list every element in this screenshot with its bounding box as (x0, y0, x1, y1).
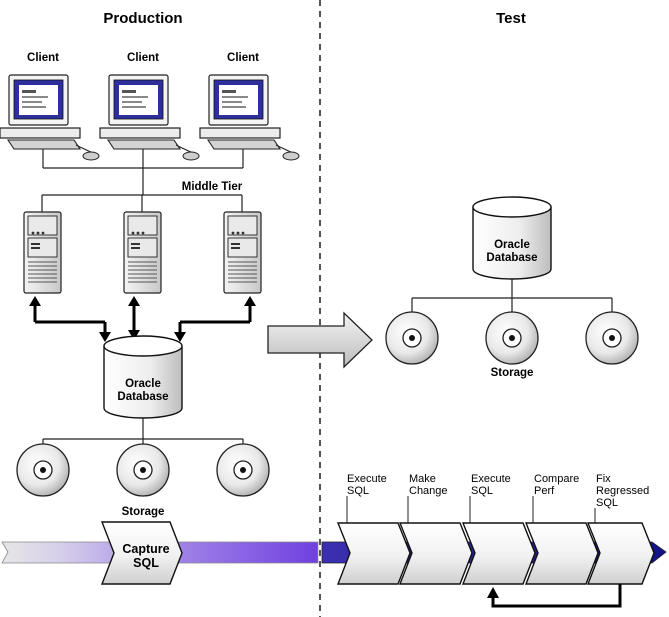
step-label: Change (409, 485, 448, 497)
capture-sql-chevron: Capture SQL (100, 521, 183, 585)
test-database-label-line2: Database (486, 252, 537, 264)
client-3: Client (199, 52, 300, 161)
storage-disc-icon (116, 443, 170, 497)
step-label: Execute (347, 473, 387, 485)
step-label: Regressed (596, 485, 649, 497)
computer-icon (199, 74, 300, 161)
server-3 (223, 211, 262, 294)
workflow-step-execute-sql-1: Execute SQL (336, 473, 411, 585)
step-label: SQL (471, 485, 493, 497)
step-label: SQL (596, 497, 618, 509)
client-2: Client (99, 52, 200, 161)
computer-icon (99, 74, 200, 161)
storage-disc-icon (16, 443, 70, 497)
migration-arrow (267, 311, 373, 369)
test-database-cylinder: Oracle Database (472, 196, 552, 280)
test-storage-label: Storage (491, 367, 534, 379)
client-label-1: Client (27, 52, 59, 64)
production-header: Production (103, 10, 182, 27)
step-label: Execute (471, 473, 511, 485)
step-label: SQL (347, 485, 369, 497)
production-storage-label: Storage (122, 506, 165, 518)
step-label: Perf (534, 485, 555, 497)
server-tower-icon (23, 211, 62, 294)
step-label: Fix (596, 473, 611, 485)
arrowheads (29, 296, 256, 342)
production-database-label-line2: Database (117, 391, 168, 403)
feedback-loop-arrow (487, 584, 622, 608)
test-database-label-line1: Oracle (494, 239, 530, 251)
storage-disc-icon (216, 443, 270, 497)
storage-disc-icon (385, 311, 439, 365)
middle-tier-label: Middle Tier (182, 181, 243, 193)
test-header: Test (496, 10, 526, 27)
client-1: Client (0, 52, 100, 161)
storage-disc-icon (585, 311, 639, 365)
test-storage-lines (411, 279, 613, 312)
server-1 (23, 211, 62, 294)
workflow-step-fix-regressed-sql: Fix Regressed SQL (586, 473, 655, 585)
step-label: Compare (534, 473, 579, 485)
workflow-step-execute-sql-2: Execute SQL (461, 473, 536, 585)
client-network-lines (41, 149, 244, 212)
storage-disc-icon (485, 311, 539, 365)
production-database-cylinder: Oracle Database (103, 335, 183, 419)
server-tower-icon (223, 211, 262, 294)
step-label: Make (409, 473, 436, 485)
capture-sql-label-line2: SQL (133, 556, 159, 570)
server-tower-icon (123, 211, 162, 294)
client-label-3: Client (227, 52, 259, 64)
production-database-label-line1: Oracle (125, 378, 161, 390)
workflow-step-compare-perf: Compare Perf (524, 473, 599, 585)
client-label-2: Client (127, 52, 159, 64)
workflow-step-make-change: Make Change (398, 473, 473, 585)
server-database-arrows (33, 305, 252, 335)
capture-sql-label-line1: Capture (122, 542, 169, 556)
computer-icon (0, 74, 100, 161)
server-2 (123, 211, 162, 294)
